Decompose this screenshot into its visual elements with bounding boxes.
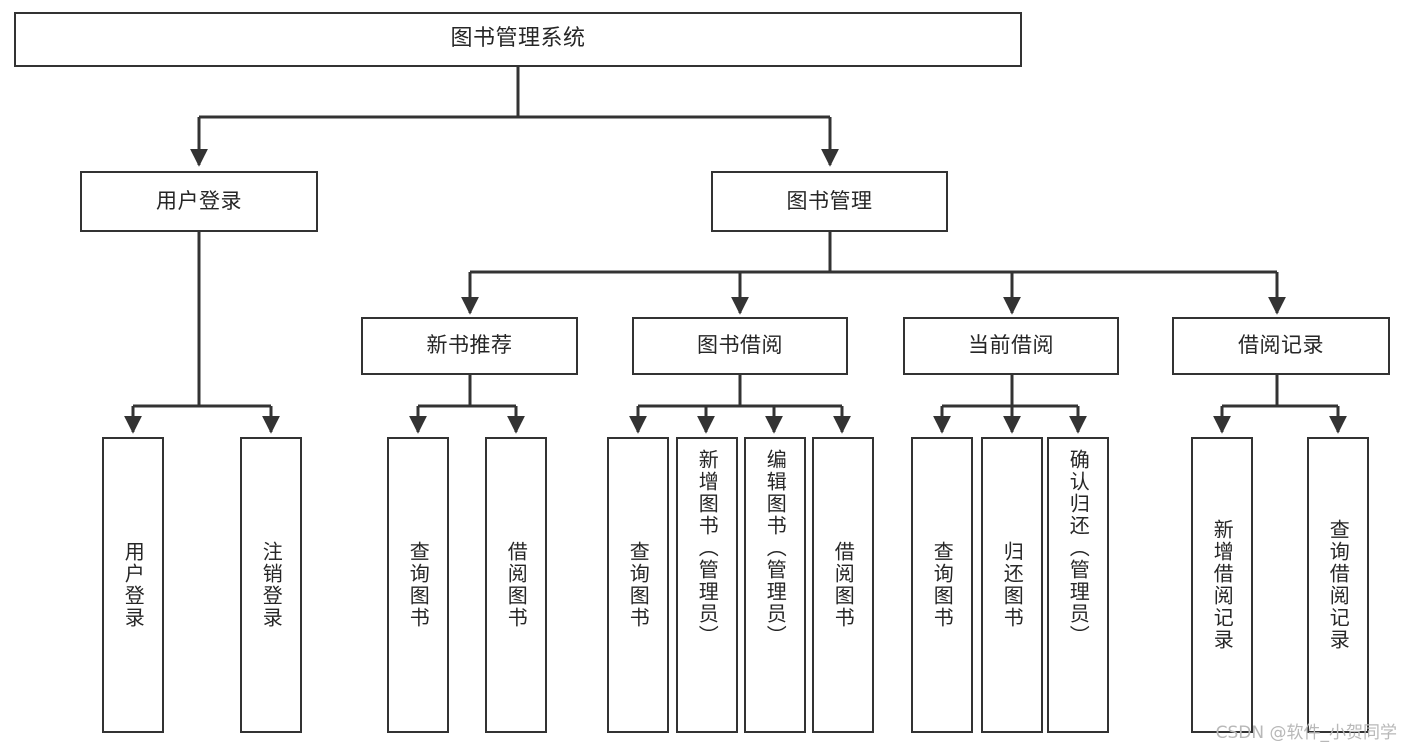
- leaf-add-book-admin[interactable]: 新增图书（管理员）: [676, 437, 738, 733]
- node-label: 借阅图书: [831, 541, 856, 629]
- leaf-user-login[interactable]: 用户登录: [102, 437, 164, 733]
- node-label: 注销登录: [259, 541, 284, 629]
- node-label: 新书推荐: [426, 333, 513, 358]
- leaf-query-book-current[interactable]: 查询图书: [911, 437, 973, 733]
- node-label: 查询图书: [626, 541, 651, 629]
- leaf-borrow-book-borrow[interactable]: 借阅图书: [812, 437, 874, 733]
- leaf-query-borrow-record[interactable]: 查询借阅记录: [1307, 437, 1369, 733]
- node-user-login[interactable]: 用户登录: [80, 171, 318, 232]
- leaf-confirm-return-admin[interactable]: 确认归还（管理员）: [1047, 437, 1109, 733]
- node-current-borrow[interactable]: 当前借阅: [903, 317, 1119, 375]
- node-label: 当前借阅: [968, 333, 1054, 358]
- leaf-return-book[interactable]: 归还图书: [981, 437, 1043, 733]
- leaf-borrow-book-new[interactable]: 借阅图书: [485, 437, 547, 733]
- node-label: 查询图书: [406, 541, 431, 629]
- node-label: 借阅记录: [1238, 333, 1324, 358]
- node-label: 用户登录: [156, 188, 242, 213]
- node-root-book-management-system[interactable]: 图书管理系统: [14, 12, 1022, 67]
- node-label: 查询图书: [930, 541, 955, 629]
- leaf-logout-login[interactable]: 注销登录: [240, 437, 302, 733]
- node-label: 图书借阅: [697, 333, 783, 358]
- watermark: CSDN @软件_小贺同学: [1215, 723, 1397, 743]
- node-label: 图书管理系统: [450, 26, 586, 52]
- node-borrow-record[interactable]: 借阅记录: [1172, 317, 1390, 375]
- node-label: 确认归还（管理员）: [1066, 449, 1091, 647]
- leaf-query-book-new[interactable]: 查询图书: [387, 437, 449, 733]
- node-label: 编辑图书（管理员）: [763, 449, 788, 647]
- leaf-add-borrow-record[interactable]: 新增借阅记录: [1191, 437, 1253, 733]
- node-label: 新增图书（管理员）: [695, 449, 720, 647]
- leaf-query-book-borrow[interactable]: 查询图书: [607, 437, 669, 733]
- node-label: 归还图书: [1000, 541, 1025, 629]
- node-label: 借阅图书: [504, 541, 529, 629]
- node-label: 图书管理: [786, 188, 873, 213]
- node-new-book-recommend[interactable]: 新书推荐: [361, 317, 578, 375]
- leaf-edit-book-admin[interactable]: 编辑图书（管理员）: [744, 437, 806, 733]
- node-book-borrow[interactable]: 图书借阅: [632, 317, 848, 375]
- node-book-management[interactable]: 图书管理: [711, 171, 948, 232]
- node-label: 查询借阅记录: [1326, 519, 1351, 651]
- node-label: 新增借阅记录: [1210, 519, 1235, 651]
- node-label: 用户登录: [121, 541, 146, 629]
